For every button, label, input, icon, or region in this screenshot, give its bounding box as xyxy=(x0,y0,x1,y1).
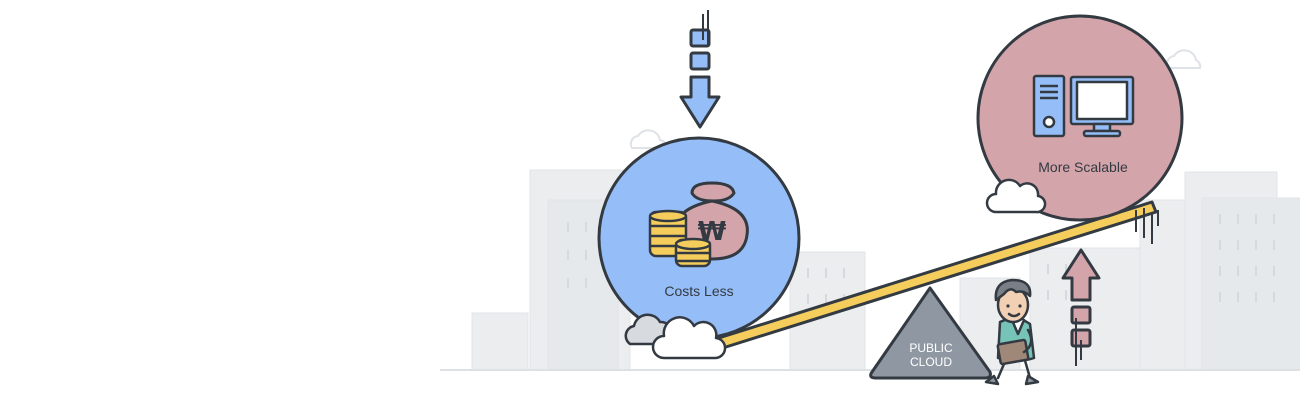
fulcrum: PUBLIC CLOUD xyxy=(869,286,992,380)
cloud-icon xyxy=(651,316,727,360)
fulcrum-label-line2: CLOUD xyxy=(910,355,952,369)
person-icon xyxy=(984,278,1040,386)
right-circle-label: More Scalable xyxy=(1038,159,1128,175)
up-arrow-icon xyxy=(1061,248,1101,366)
monitor-icon xyxy=(1069,75,1135,138)
left-circle-label: Costs Less xyxy=(664,283,733,299)
cloud-icon xyxy=(1165,49,1202,69)
down-arrow-icon xyxy=(679,10,721,129)
city-skyline xyxy=(471,169,1300,371)
computer-tower-icon xyxy=(1032,74,1066,138)
coins-icon xyxy=(648,209,712,268)
cloud-icon xyxy=(985,178,1047,214)
fulcrum-label-line1: PUBLIC xyxy=(909,341,953,355)
